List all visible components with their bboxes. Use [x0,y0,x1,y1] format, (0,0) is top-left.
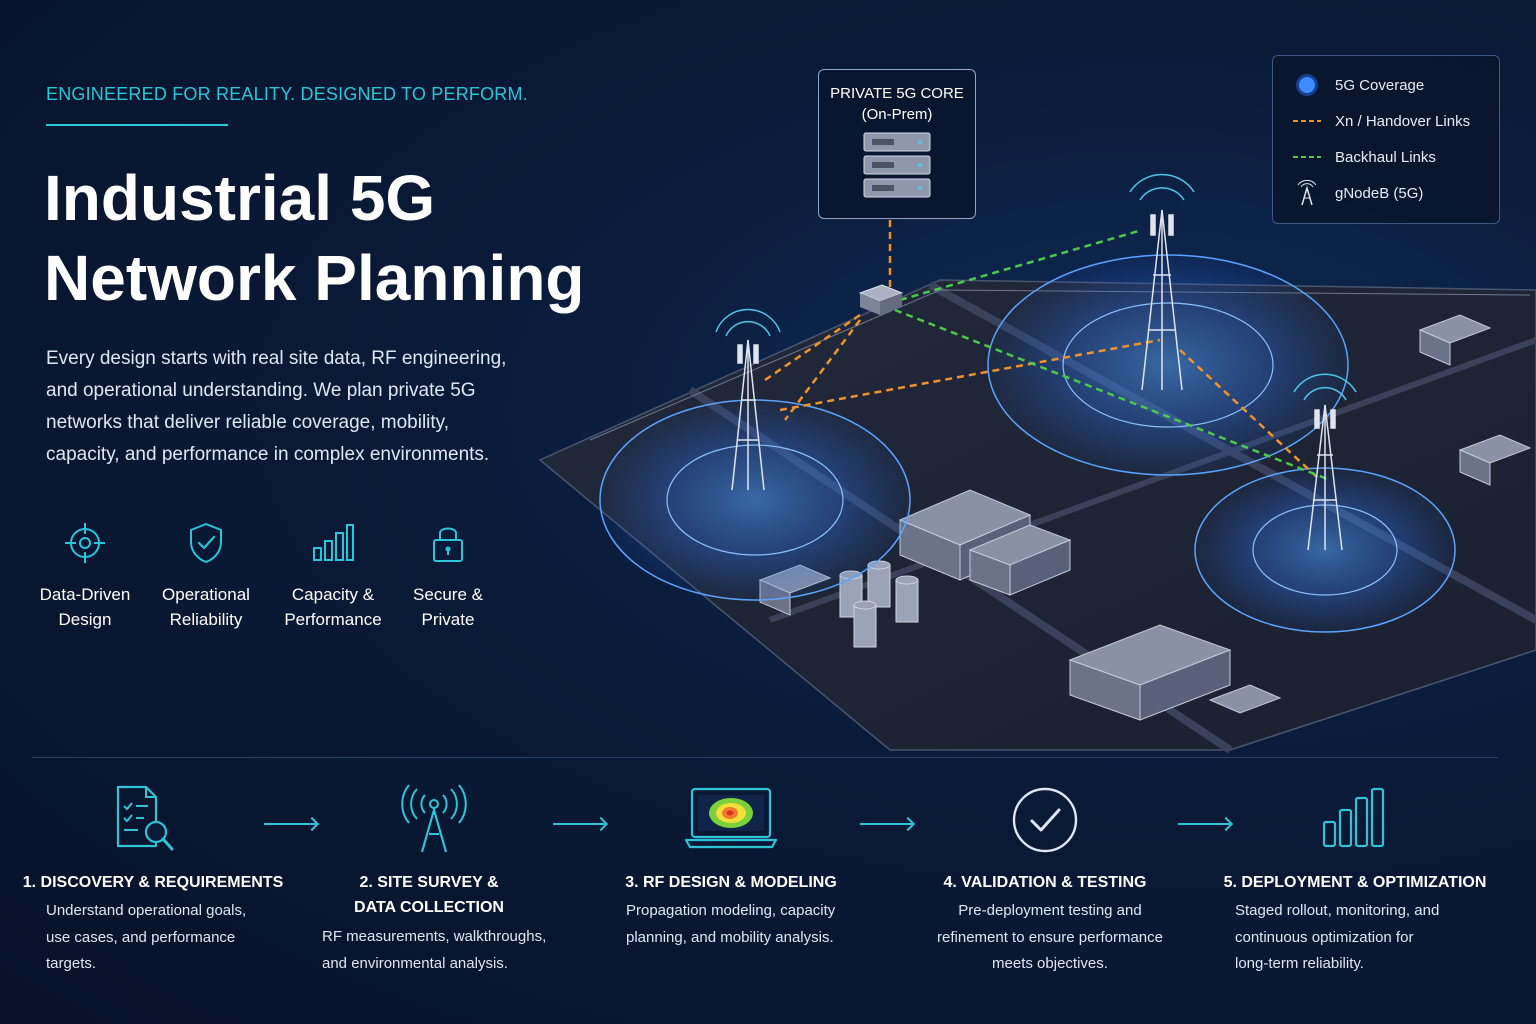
legend-item: 5G Coverage [1293,74,1424,96]
step-description-line: targets. [46,955,97,972]
step-description-line: Understand operational goals, [46,902,247,919]
step-title: 5. DEPLOYMENT & OPTIMIZATION [1210,870,1500,895]
section-divider [32,757,1498,758]
site-map [538,173,1536,754]
orange-dash-icon [1293,120,1321,122]
feature-label: Secure & [413,585,483,604]
feature-label: Operational [162,585,250,604]
step-arrow [553,823,605,825]
core-title: PRIVATE 5G CORE [830,85,964,102]
legend-item: gNodeB (5G) [1293,180,1424,206]
lock-icon [433,527,463,562]
step-description: Understand operational goals, use cases,… [46,898,246,978]
edge-switch [858,284,904,315]
legend-label: gNodeB (5G) [1335,184,1424,202]
tagline: ENGINEERED FOR REALITY. DESIGNED TO PERF… [46,84,528,104]
step-description-line: use cases, and performance [46,928,236,946]
legend-label: 5G Coverage [1335,76,1425,94]
legend-label: Backhaul Links [1335,148,1436,166]
step-title: 2. SITE SURVEY & DATA COLLECTION [300,870,558,920]
description-line: networks that deliver reliable coverage,… [46,412,450,433]
description: Every design starts with real site data,… [46,343,546,471]
antenna-icon [1297,180,1317,206]
step-description-line: and environmental analysis. [322,954,508,972]
step-description-line: Pre-deployment testing and [958,902,1142,919]
title-line-2: Network Planning [44,242,585,314]
industrial-buildings [758,314,1532,721]
title-line-1: Industrial 5G [44,162,436,234]
feature-capacity-performance: Capacity & Performance [268,520,398,632]
step-arrow [860,823,912,825]
step-description: Propagation modeling, capacity planning,… [626,898,835,951]
description-line: capacity, and performance in complex env… [46,444,490,465]
step-description-line: continuous optimization for [1235,928,1414,946]
step-title-line: 3. RF DESIGN & MODELING [625,874,837,891]
step-arrow [264,823,316,825]
step-description: RF measurements, walkthroughs, and envir… [322,924,546,977]
green-dash-icon [1293,156,1321,158]
step-title-line: 2. SITE SURVEY & [359,874,499,891]
step-description: Staged rollout, monitoring, and continuo… [1235,898,1439,978]
step-title: 3. RF DESIGN & MODELING [600,870,862,895]
step-description-line: Staged rollout, monitoring, and [1235,902,1440,919]
feature-label: Private [421,610,475,629]
backhaul-links [894,228,1331,482]
step-title-line: 5. DEPLOYMENT & OPTIMIZATION [1223,874,1487,891]
feature-label: Design [58,610,112,629]
step-title-line: 4. VALIDATION & TESTING [943,874,1147,891]
shield-check-icon [190,523,222,563]
legend-item: Backhaul Links [1293,146,1436,168]
gnodeb-tower [1293,373,1357,551]
feature-label: Reliability [169,610,243,629]
step-description-line: long-term reliability. [1235,955,1364,972]
description-line: and operational understanding. We plan p… [46,380,476,401]
step-title: 4. VALIDATION & TESTING [912,870,1178,895]
step-title: 1. DISCOVERY & REQUIREMENTS [20,870,286,895]
legend-item: Xn / Handover Links [1293,110,1470,132]
step-description-line: RF measurements, walkthroughs, [322,928,547,945]
feature-label: Data-Driven [39,585,131,604]
feature-data-driven: Data-Driven Design [20,520,150,632]
target-icon [65,523,105,563]
coverage-zones [599,254,1456,633]
bar-chart-icon [1322,787,1385,848]
step-arrow [1178,823,1230,825]
check-circle-icon [1012,787,1078,853]
step-description-line: Propagation modeling, capacity [626,902,836,919]
step-title-line: DATA COLLECTION [354,899,504,916]
document-search-icon [116,785,174,851]
page-title: Industrial 5G Network Planning [44,158,585,318]
core-subtitle: (On-Prem) [861,106,933,123]
gnodeb-tower [1129,173,1195,391]
step-title-line: 1. DISCOVERY & REQUIREMENTS [22,874,284,891]
xn-handover-links [764,220,1321,481]
description-line: Every design starts with real site data,… [46,348,507,369]
step-description: Pre-deployment testing and refinement to… [914,898,1186,978]
server-icon [863,132,931,198]
step-description-line: meets objectives. [992,955,1108,972]
tagline-underline [46,124,228,126]
gnodeb-tower [715,308,781,491]
feature-secure-private: Secure & Private [383,520,513,632]
private-5g-core: PRIVATE 5G CORE (On-Prem) [818,69,976,219]
feature-label: Performance [284,610,382,629]
coverage-dot-icon [1296,74,1318,96]
bar-chart-icon [313,524,354,561]
tower-signal-icon [401,784,467,853]
map-legend: 5G Coverage Xn / Handover Links Backhaul… [1272,55,1500,224]
step-description-line: planning, and mobility analysis. [626,928,834,946]
legend-label: Xn / Handover Links [1335,112,1471,130]
feature-operational-reliability: Operational Reliability [141,520,271,632]
feature-label: Capacity & [291,585,375,604]
laptop-heatmap-icon [684,787,778,849]
step-description-line: refinement to ensure performance [937,928,1163,946]
